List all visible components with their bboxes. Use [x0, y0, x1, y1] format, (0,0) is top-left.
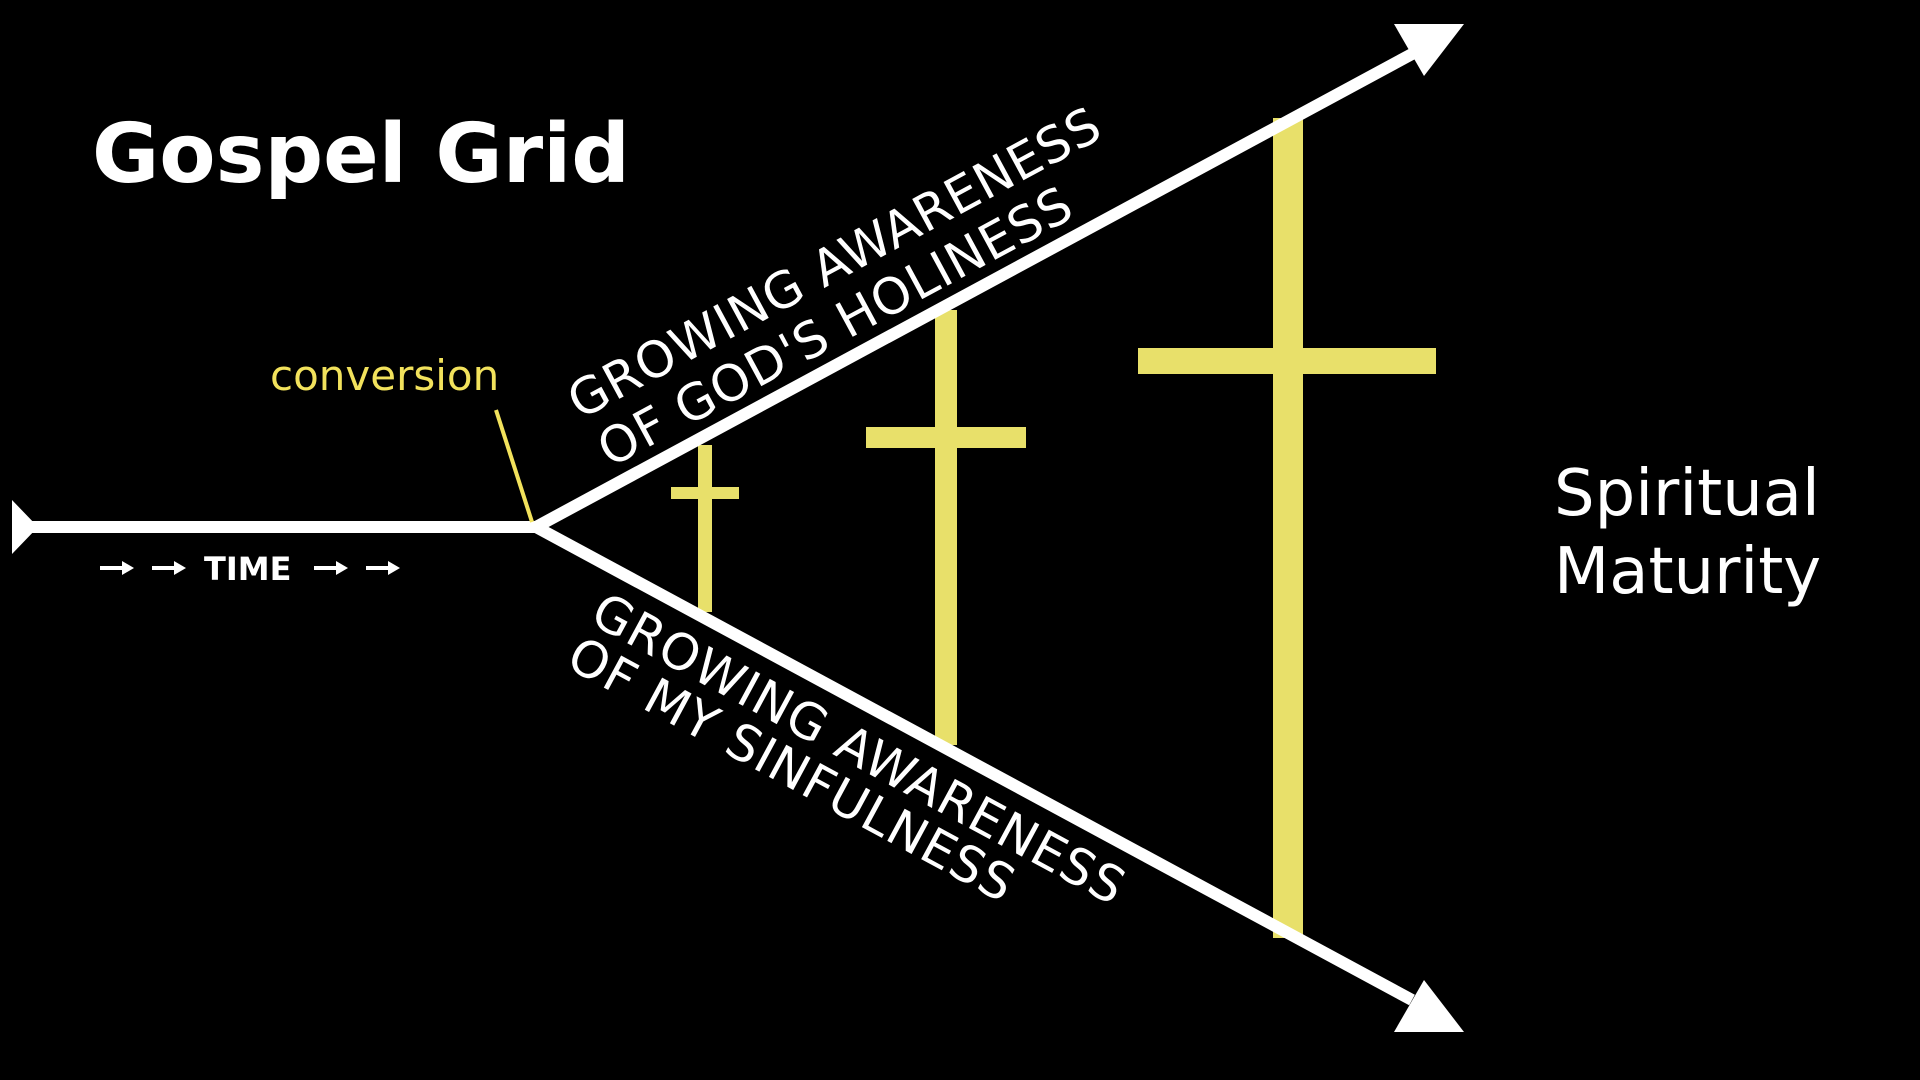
- cross-beam: [866, 427, 1026, 448]
- timeline-start-tick-icon: [12, 500, 38, 554]
- cross-medium: [866, 310, 1026, 745]
- cross-icon: [698, 445, 712, 612]
- page-title: Gospel Grid: [92, 107, 630, 202]
- arrowhead-icon: [1394, 24, 1464, 76]
- conversion-pointer-line: [494, 409, 534, 523]
- conversion-label: conversion: [270, 351, 499, 400]
- right-arrow-icon: [314, 561, 348, 575]
- lower-branch-line: [533, 521, 1415, 1006]
- time-label: TIME: [204, 550, 291, 588]
- maturity-label-line2: Maturity: [1554, 535, 1821, 609]
- upper-branch-line: [533, 48, 1415, 533]
- upper-branch-label: GROWING AWARENESS OF GOD'S HOLINESS: [558, 95, 1111, 478]
- cross-icon: [935, 310, 957, 745]
- right-arrow-icon: [366, 561, 400, 575]
- lower-branch-label: GROWING AWARENESS OF MY SINFULNESS: [558, 582, 1135, 917]
- arrowhead-icon: [1394, 980, 1464, 1032]
- right-arrow-icon: [152, 561, 186, 575]
- cross-beam: [671, 487, 739, 499]
- lower-branch-label-line1: GROWING AWARENESS: [582, 582, 1135, 917]
- cross-beam: [1138, 348, 1436, 374]
- cross-small: [671, 445, 739, 612]
- cross-large: [1138, 118, 1436, 938]
- right-arrow-icon: [100, 561, 134, 575]
- maturity-label-line1: Spiritual: [1554, 457, 1820, 531]
- cross-icon: [1273, 118, 1303, 938]
- time-indicator: TIME: [100, 550, 400, 588]
